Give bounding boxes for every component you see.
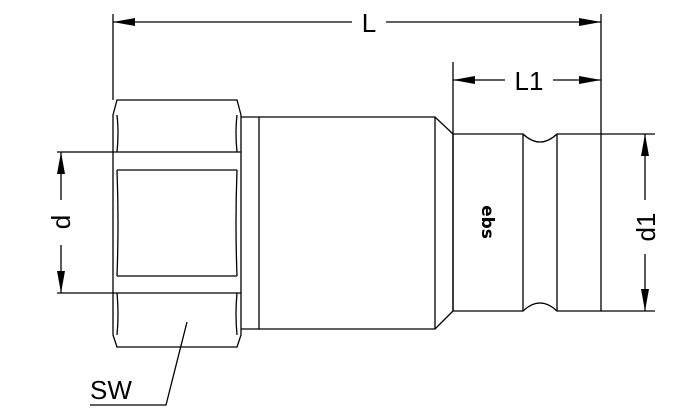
dimension-L: L bbox=[112, 8, 602, 134]
dimension-d: d bbox=[46, 151, 113, 294]
dimension-L1: L1 bbox=[452, 62, 601, 134]
hex-nut bbox=[112, 99, 242, 348]
dimension-d1: d1 bbox=[601, 133, 661, 312]
ebs-logo: ebs bbox=[477, 205, 497, 239]
svg-text:L: L bbox=[362, 8, 376, 38]
svg-text:d1: d1 bbox=[631, 213, 661, 242]
coupling-body bbox=[241, 116, 454, 330]
svg-text:L1: L1 bbox=[515, 66, 544, 96]
plug bbox=[452, 133, 602, 312]
dimension-SW: SW bbox=[90, 321, 188, 406]
svg-text:SW: SW bbox=[90, 375, 132, 405]
svg-text:d: d bbox=[46, 215, 76, 229]
